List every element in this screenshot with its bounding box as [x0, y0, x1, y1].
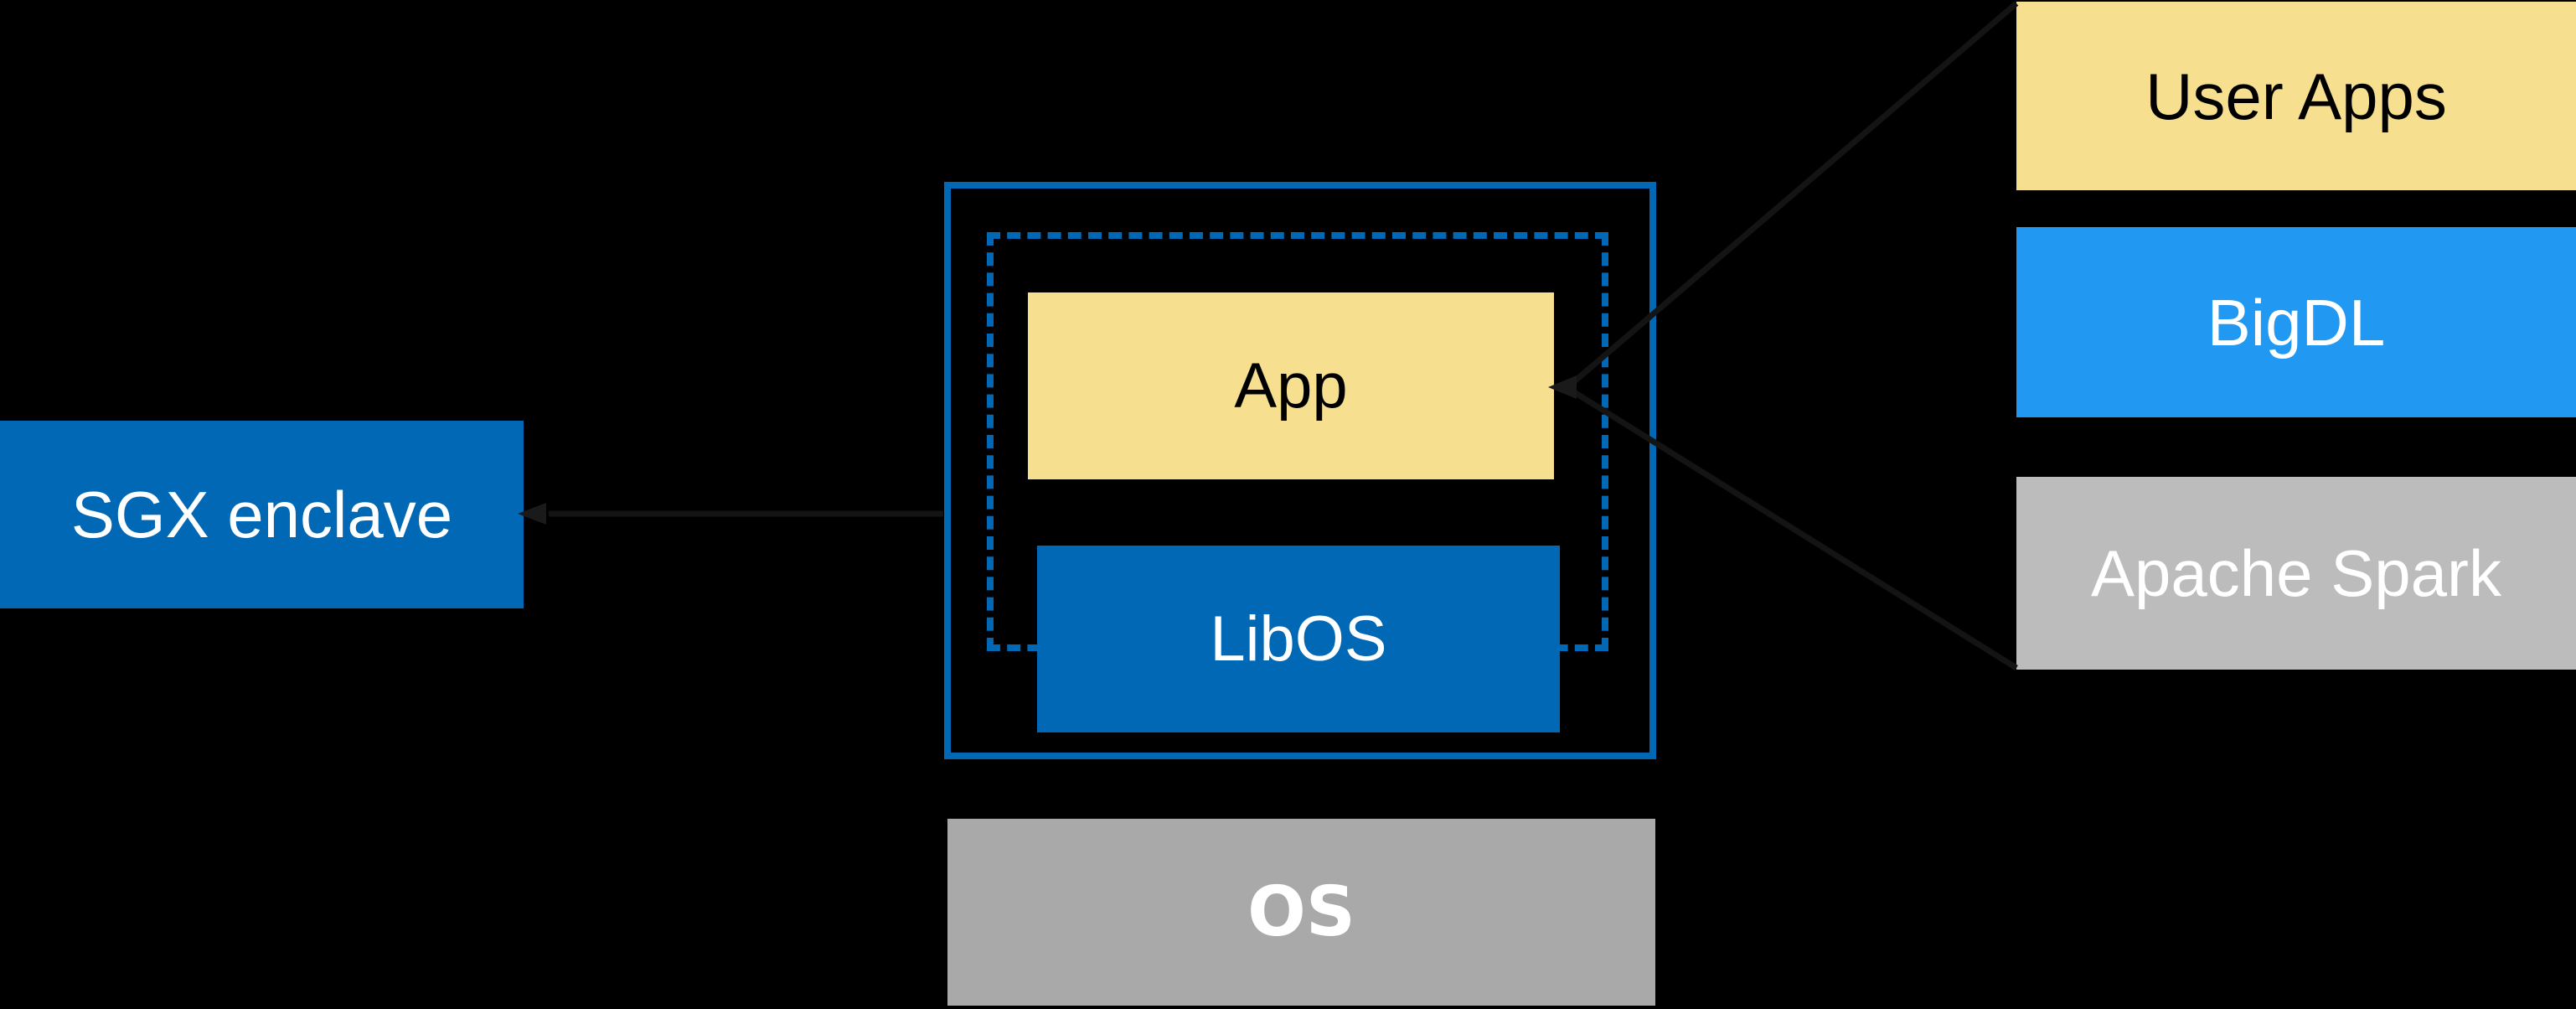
apache-spark-box: Apache Spark	[2016, 477, 2576, 670]
app-box: App	[1028, 292, 1554, 479]
sgx-enclave-label: SGX enclave	[70, 478, 453, 551]
libos-label: LibOS	[1210, 603, 1387, 675]
user-apps-box: User Apps	[2016, 2, 2576, 190]
libos-box: LibOS	[1037, 546, 1560, 732]
os-box: OS	[947, 819, 1655, 1006]
bigdl-box: BigDL	[2016, 227, 2576, 417]
sgx-enclave-box: SGX enclave	[0, 421, 524, 608]
apache-spark-label: Apache Spark	[2091, 536, 2501, 610]
bigdl-label: BigDL	[2207, 285, 2386, 360]
app-label: App	[1234, 349, 1348, 422]
user-apps-label: User Apps	[2145, 59, 2447, 133]
os-label: OS	[1247, 872, 1355, 952]
